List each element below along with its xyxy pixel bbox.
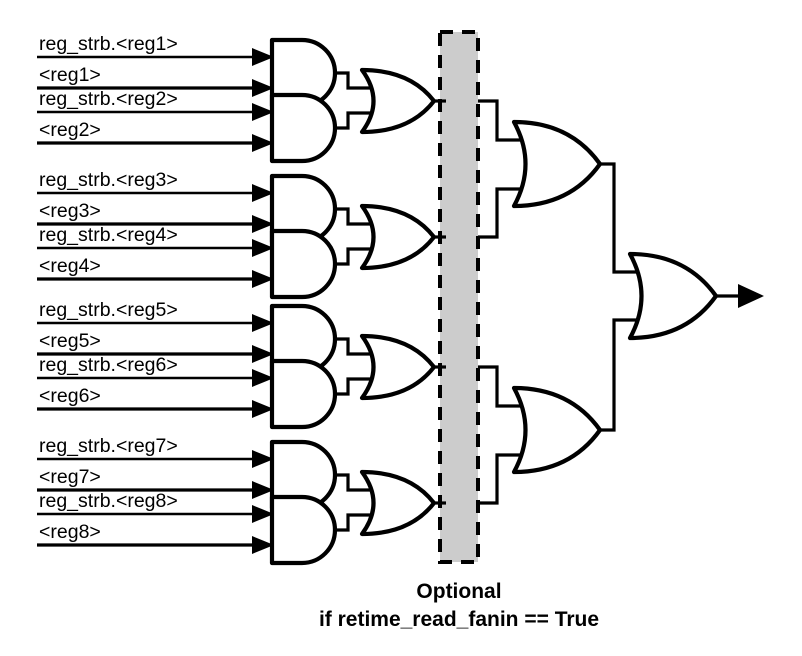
or-gate-level1-b (359, 203, 437, 271)
arrowhead-strobe-4 (252, 239, 274, 257)
label-strobe-6: reg_strb.<reg6> (39, 354, 178, 376)
label-strobe-3: reg_strb.<reg3> (39, 169, 178, 191)
label-data-1: <reg1> (39, 64, 101, 86)
or-gate-level1-a (359, 67, 437, 135)
arrowhead-strobe-8 (252, 505, 274, 523)
arrowhead-data-8 (252, 536, 274, 554)
label-data-3: <reg3> (39, 200, 101, 222)
label-data-2: <reg2> (39, 119, 101, 141)
arrowhead-strobe-5 (252, 314, 274, 332)
and-gate-4 (269, 228, 338, 300)
arrowhead-strobe-6 (252, 369, 274, 387)
or-gate-level2-lower (511, 385, 603, 475)
label-data-4: <reg4> (39, 255, 101, 277)
arrowhead-data-1 (252, 79, 274, 97)
arrowhead-data-2 (252, 134, 274, 152)
arrowhead-data-5 (252, 345, 274, 363)
arrowhead-data-3 (252, 215, 274, 233)
wire-and1-to-or-a (335, 71, 370, 90)
caption-line-2: if retime_read_fanin == True (319, 608, 599, 631)
wire-or-c-to-or-f (478, 365, 521, 408)
arrowhead-strobe-1 (252, 48, 274, 66)
wire-or-b-to-or-e (478, 187, 521, 239)
or-gate-final (627, 251, 719, 341)
wire-or-d-to-or-f (478, 453, 521, 505)
wire-or-a-to-or-e (478, 99, 521, 142)
caption-line-1: Optional (416, 580, 501, 603)
label-data-5: <reg5> (39, 330, 101, 352)
label-strobe-5: reg_strb.<reg5> (39, 299, 178, 321)
and-gate-2 (269, 92, 338, 164)
label-strobe-1: reg_strb.<reg1> (39, 33, 178, 55)
wire-and6-to-or-c (335, 377, 370, 396)
arrowhead-data-4 (252, 270, 274, 288)
label-data-7: <reg7> (39, 466, 101, 488)
or-gate-level1-c (359, 333, 437, 401)
label-strobe-8: reg_strb.<reg8> (39, 490, 178, 512)
label-data-6: <reg6> (39, 385, 101, 407)
label-strobe-2: reg_strb.<reg2> (39, 88, 178, 110)
label-strobe-7: reg_strb.<reg7> (39, 435, 178, 457)
and-gate-6 (269, 358, 338, 430)
arrowhead-strobe-2 (252, 103, 274, 121)
arrowhead-data-7 (252, 481, 274, 499)
label-data-8: <reg8> (39, 521, 101, 543)
wire-and3-to-or-b (335, 207, 370, 226)
optional-retime-box (438, 30, 480, 564)
arrowhead-output (738, 284, 764, 308)
arrowhead-strobe-3 (252, 184, 274, 202)
wire-and8-to-or-d (335, 513, 370, 532)
arrowhead-data-6 (252, 400, 274, 418)
or-gate-level1-d (359, 469, 437, 537)
wire-and2-to-or-a (335, 111, 370, 130)
and-gate-8 (269, 494, 338, 566)
wire-and5-to-or-c (335, 337, 370, 356)
wire-or-f-to-final (598, 318, 637, 432)
wire-and7-to-or-d (335, 473, 370, 492)
arrowhead-strobe-7 (252, 450, 274, 468)
wire-and4-to-or-b (335, 247, 370, 266)
or-gate-level2-upper (511, 119, 603, 209)
label-strobe-4: reg_strb.<reg4> (39, 224, 178, 246)
wire-or-e-to-final (598, 162, 637, 274)
